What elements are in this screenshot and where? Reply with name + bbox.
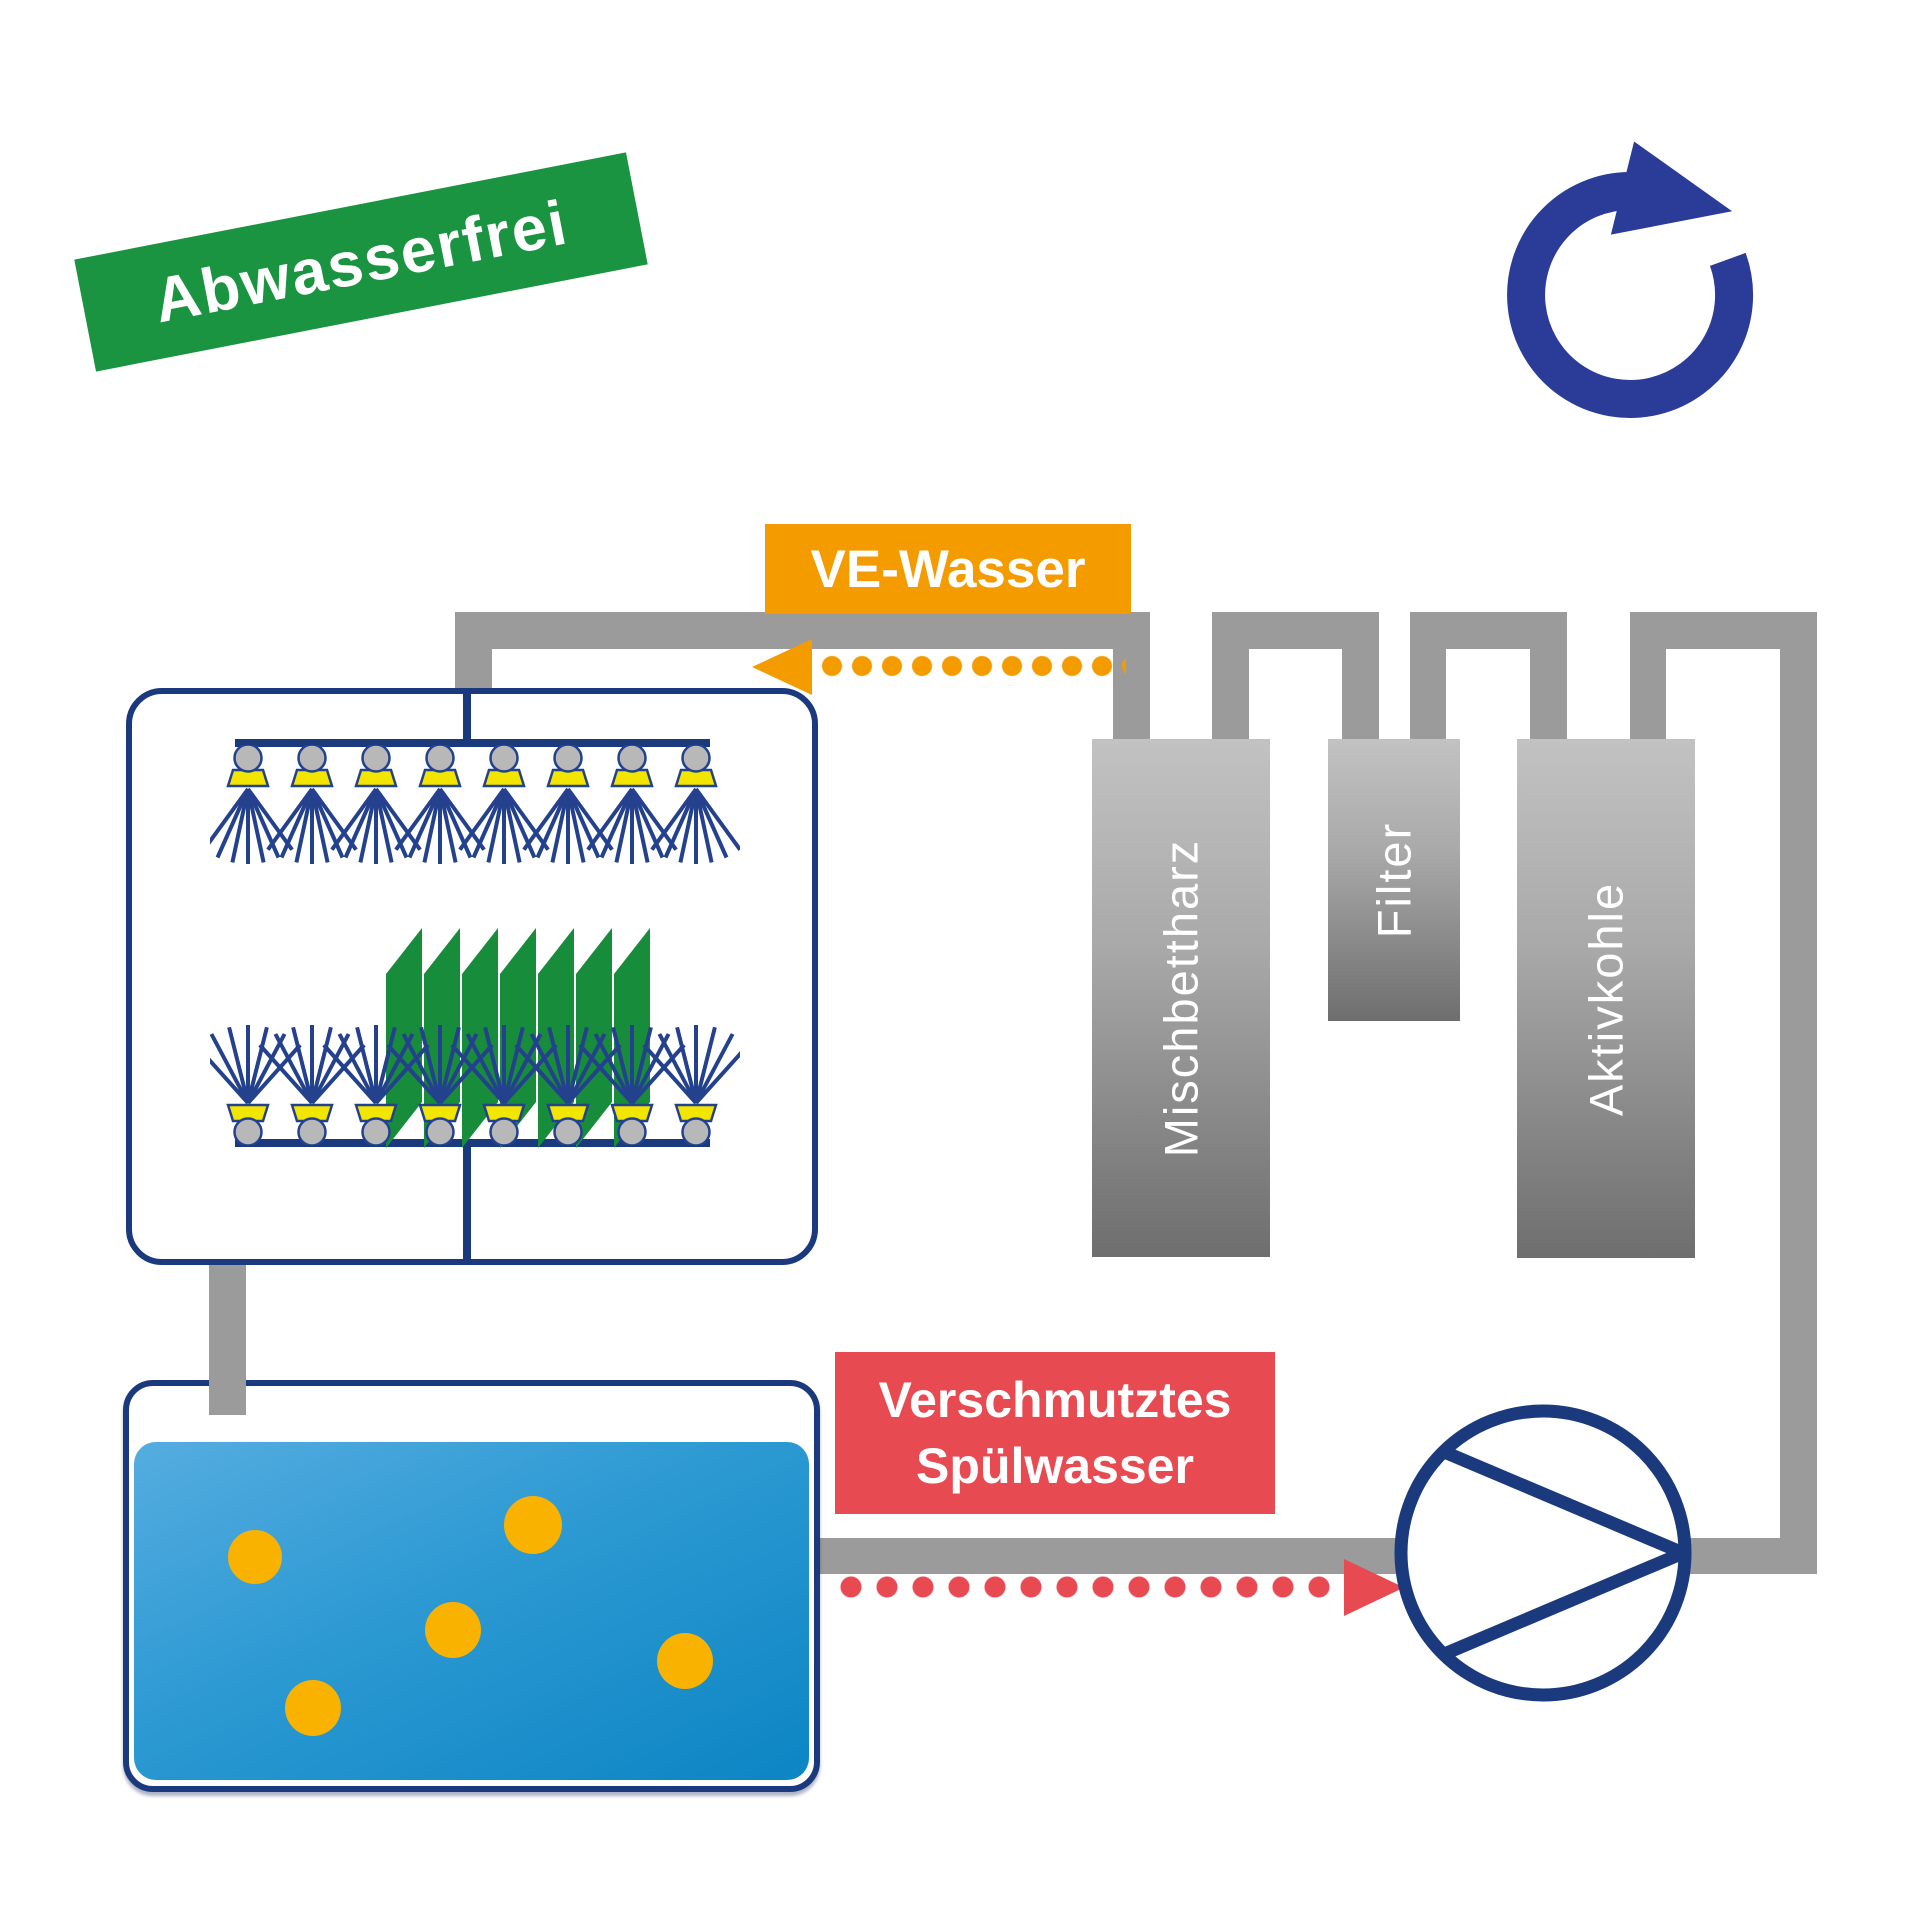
- column-filter-label: Filter: [1367, 821, 1421, 939]
- recycle-icon: [1507, 141, 1754, 418]
- ve-water-label: VE-Wasser: [765, 524, 1131, 614]
- column-mischbettharz: Mischbettharz: [1092, 739, 1270, 1257]
- pipe-right-down-to-pump: [1780, 612, 1817, 1574]
- dirty-water-flow-dots: [836, 1572, 1342, 1602]
- dirt-particle: [657, 1633, 713, 1689]
- dirt-particle: [425, 1602, 481, 1658]
- dirt-particle: [285, 1680, 341, 1736]
- clean-water-flow-dots: [788, 652, 1126, 680]
- column-aktivkohle: Aktivkohle: [1517, 739, 1695, 1258]
- pipe-ve-water-horizontal: [455, 612, 1150, 649]
- spray-bar-top: [235, 739, 710, 747]
- pipe-chamber-drain: [209, 1265, 246, 1415]
- feed-line-bottom: [463, 1140, 471, 1262]
- dirty-water-label-line1: Verschmutztes: [878, 1372, 1232, 1428]
- dirt-particle: [228, 1530, 282, 1584]
- dirty-water-label: Verschmutztes Spülwasser: [835, 1352, 1275, 1514]
- dirty-water-label-line2: Spülwasser: [916, 1438, 1194, 1494]
- pipe-u1-right-leg: [1342, 612, 1379, 742]
- wastewater-free-banner: Abwasserfrei: [74, 152, 648, 372]
- spray-bar-bottom: [235, 1139, 710, 1147]
- dirt-particle: [504, 1496, 562, 1554]
- pump-icon: [1394, 1404, 1692, 1702]
- feed-line-top: [463, 688, 471, 746]
- column-mischbettharz-label: Mischbettharz: [1154, 838, 1208, 1158]
- pipe-u2-right-leg: [1530, 612, 1567, 742]
- column-aktivkohle-label: Aktivkohle: [1579, 881, 1633, 1116]
- spray-nozzle-row-top: [210, 745, 740, 866]
- column-filter: Filter: [1328, 739, 1460, 1021]
- ve-water-label-text: VE-Wasser: [810, 539, 1086, 599]
- spray-nozzle-row-bottom: [210, 1023, 740, 1145]
- banner-label: Abwasserfrei: [148, 187, 574, 337]
